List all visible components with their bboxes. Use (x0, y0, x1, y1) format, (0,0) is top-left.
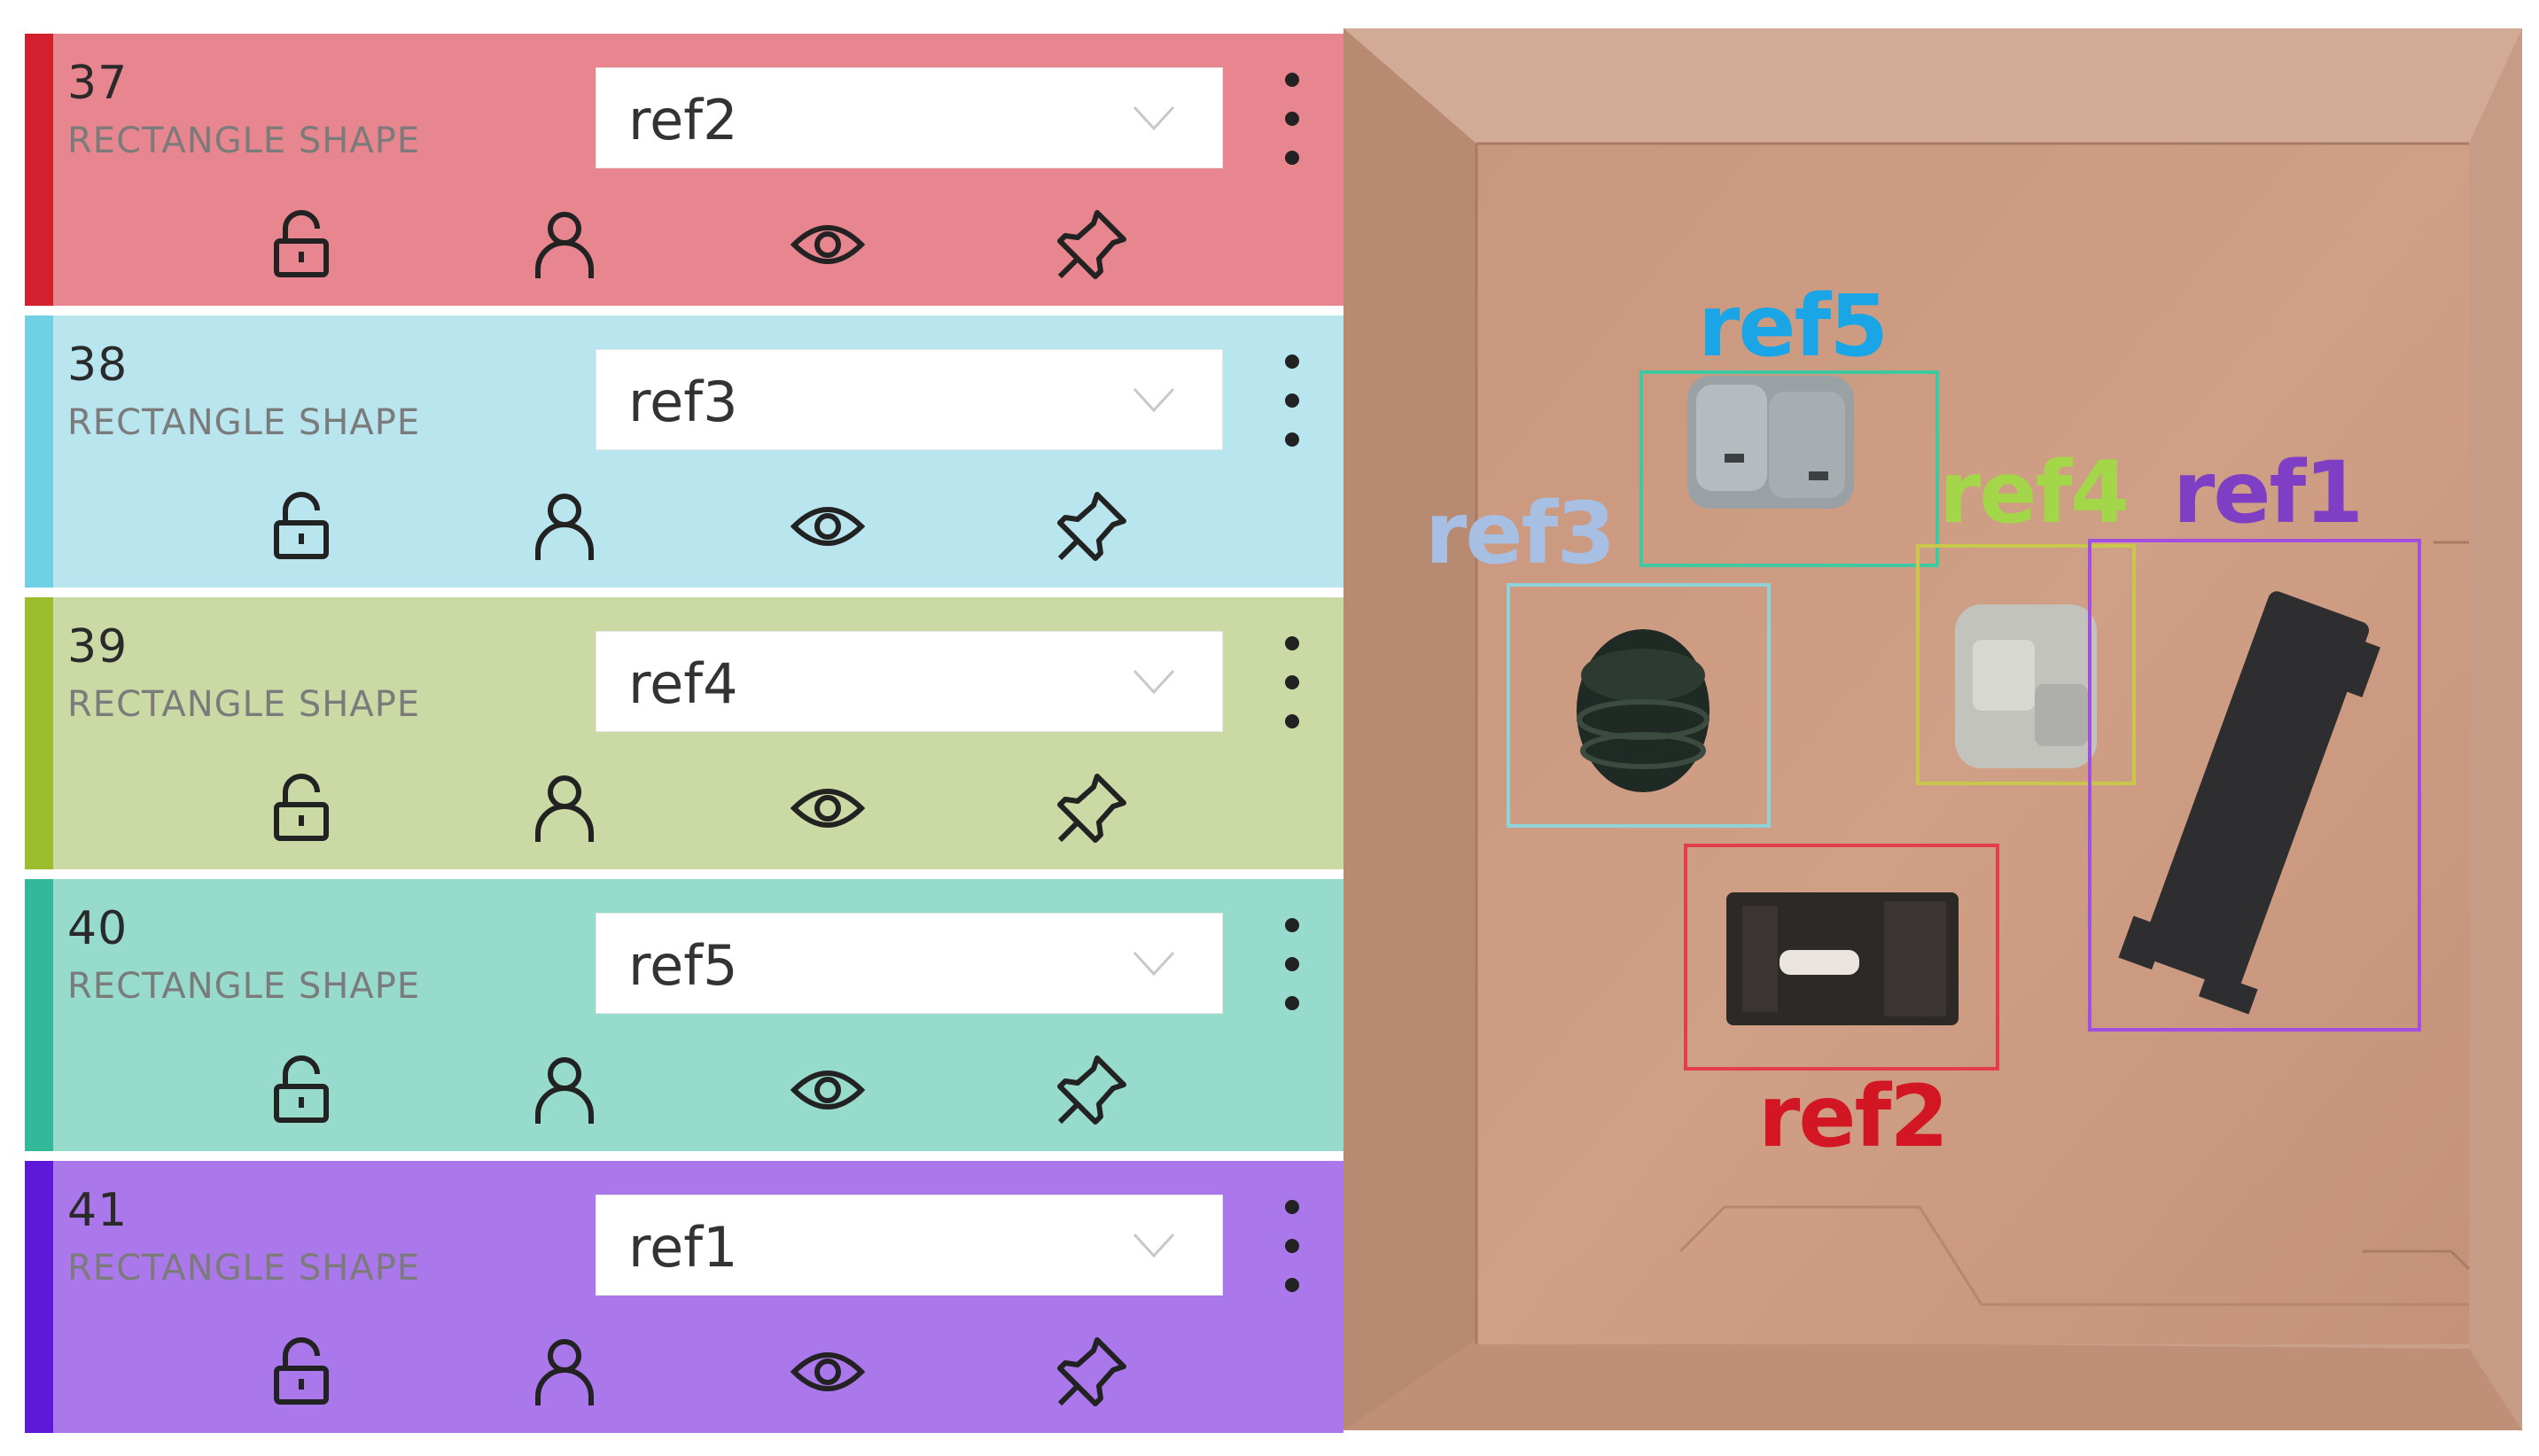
shape-row-39[interactable]: 39 RECTANGLE SHAPE ref4 (25, 597, 1343, 869)
pin-icon[interactable] (1055, 207, 1129, 282)
shape-color-accent (25, 1161, 53, 1433)
pin-icon[interactable] (1055, 489, 1129, 564)
lock-open-icon[interactable] (264, 771, 339, 845)
label-dropdown-value: ref2 (628, 88, 738, 152)
shape-type: RECTANGLE SHAPE (67, 121, 421, 161)
more-options-icon[interactable] (1266, 629, 1319, 736)
cardboard-box-photo (1343, 28, 2522, 1430)
shape-row-37[interactable]: 37 RECTANGLE SHAPE ref2 (25, 34, 1343, 306)
more-options-icon[interactable] (1266, 66, 1319, 172)
shape-id: 39 (67, 620, 129, 673)
bbox-ref4 (1916, 544, 2136, 785)
bbox-ref2 (1684, 844, 1999, 1071)
more-options-icon[interactable] (1266, 347, 1319, 454)
shape-id: 41 (67, 1184, 129, 1237)
shape-list-panel: 37 RECTANGLE SHAPE ref2 38 RECTANGLE SHA… (25, 34, 1343, 1433)
object-ref2 (1726, 892, 1959, 1025)
lock-open-icon[interactable] (264, 1335, 339, 1409)
user-icon[interactable] (527, 207, 602, 282)
object-ref3 (1577, 629, 1710, 792)
shape-type: RECTANGLE SHAPE (67, 966, 421, 1007)
chevron-down-icon (1133, 951, 1175, 977)
eye-icon[interactable] (790, 207, 866, 282)
pin-icon[interactable] (1055, 1053, 1129, 1127)
label-dropdown-value: ref4 (628, 651, 738, 716)
label-dropdown-value: ref1 (628, 1215, 738, 1280)
shape-row-41[interactable]: 41 RECTANGLE SHAPE ref1 (25, 1161, 1343, 1433)
bbox-label-ref1: ref1 (2173, 443, 2364, 542)
eye-icon[interactable] (790, 771, 866, 845)
chevron-down-icon (1133, 1233, 1175, 1258)
bbox-label-ref5: ref5 (1698, 276, 1889, 376)
user-icon[interactable] (527, 1335, 602, 1409)
eye-icon[interactable] (790, 1335, 866, 1409)
label-dropdown[interactable]: ref3 (596, 349, 1223, 450)
shape-type: RECTANGLE SHAPE (67, 684, 421, 725)
shape-color-accent (25, 34, 53, 306)
bbox-ref5 (1639, 370, 1939, 567)
shape-row-38[interactable]: 38 RECTANGLE SHAPE ref3 (25, 315, 1343, 588)
user-icon[interactable] (527, 489, 602, 564)
lock-open-icon[interactable] (264, 1053, 339, 1127)
annotated-image[interactable]: ref5 ref3 ref4 ref1 ref2 (1343, 28, 2522, 1430)
pin-icon[interactable] (1055, 771, 1129, 845)
bbox-label-ref3: ref3 (1425, 484, 1616, 583)
more-options-icon[interactable] (1266, 911, 1319, 1017)
shape-color-accent (25, 879, 53, 1151)
shape-row-40[interactable]: 40 RECTANGLE SHAPE ref5 (25, 879, 1343, 1151)
label-dropdown[interactable]: ref1 (596, 1195, 1223, 1296)
label-dropdown-value: ref3 (628, 370, 738, 434)
shape-color-accent (25, 597, 53, 869)
user-icon[interactable] (527, 771, 602, 845)
user-icon[interactable] (527, 1053, 602, 1127)
label-dropdown[interactable]: ref4 (596, 631, 1223, 732)
shape-id: 38 (67, 339, 129, 392)
lock-open-icon[interactable] (264, 207, 339, 282)
shape-id: 37 (67, 57, 129, 110)
shape-type: RECTANGLE SHAPE (67, 402, 421, 443)
object-ref5 (1687, 376, 1854, 509)
shape-id: 40 (67, 902, 129, 955)
eye-icon[interactable] (790, 489, 866, 564)
bbox-label-ref4: ref4 (1939, 443, 2130, 542)
eye-icon[interactable] (790, 1053, 866, 1127)
object-ref4 (1955, 604, 2097, 768)
bbox-label-ref2: ref2 (1758, 1067, 1949, 1166)
label-dropdown[interactable]: ref5 (596, 913, 1223, 1014)
pin-icon[interactable] (1055, 1335, 1129, 1409)
object-ref1 (2118, 591, 2380, 1015)
label-dropdown-value: ref5 (628, 933, 738, 998)
shape-color-accent (25, 315, 53, 588)
label-dropdown[interactable]: ref2 (596, 67, 1223, 168)
chevron-down-icon (1133, 387, 1175, 413)
bbox-ref3 (1507, 583, 1771, 828)
shape-type: RECTANGLE SHAPE (67, 1248, 421, 1289)
chevron-down-icon (1133, 105, 1175, 131)
chevron-down-icon (1133, 669, 1175, 695)
bbox-ref1 (2088, 539, 2421, 1032)
more-options-icon[interactable] (1266, 1193, 1319, 1299)
lock-open-icon[interactable] (264, 489, 339, 564)
